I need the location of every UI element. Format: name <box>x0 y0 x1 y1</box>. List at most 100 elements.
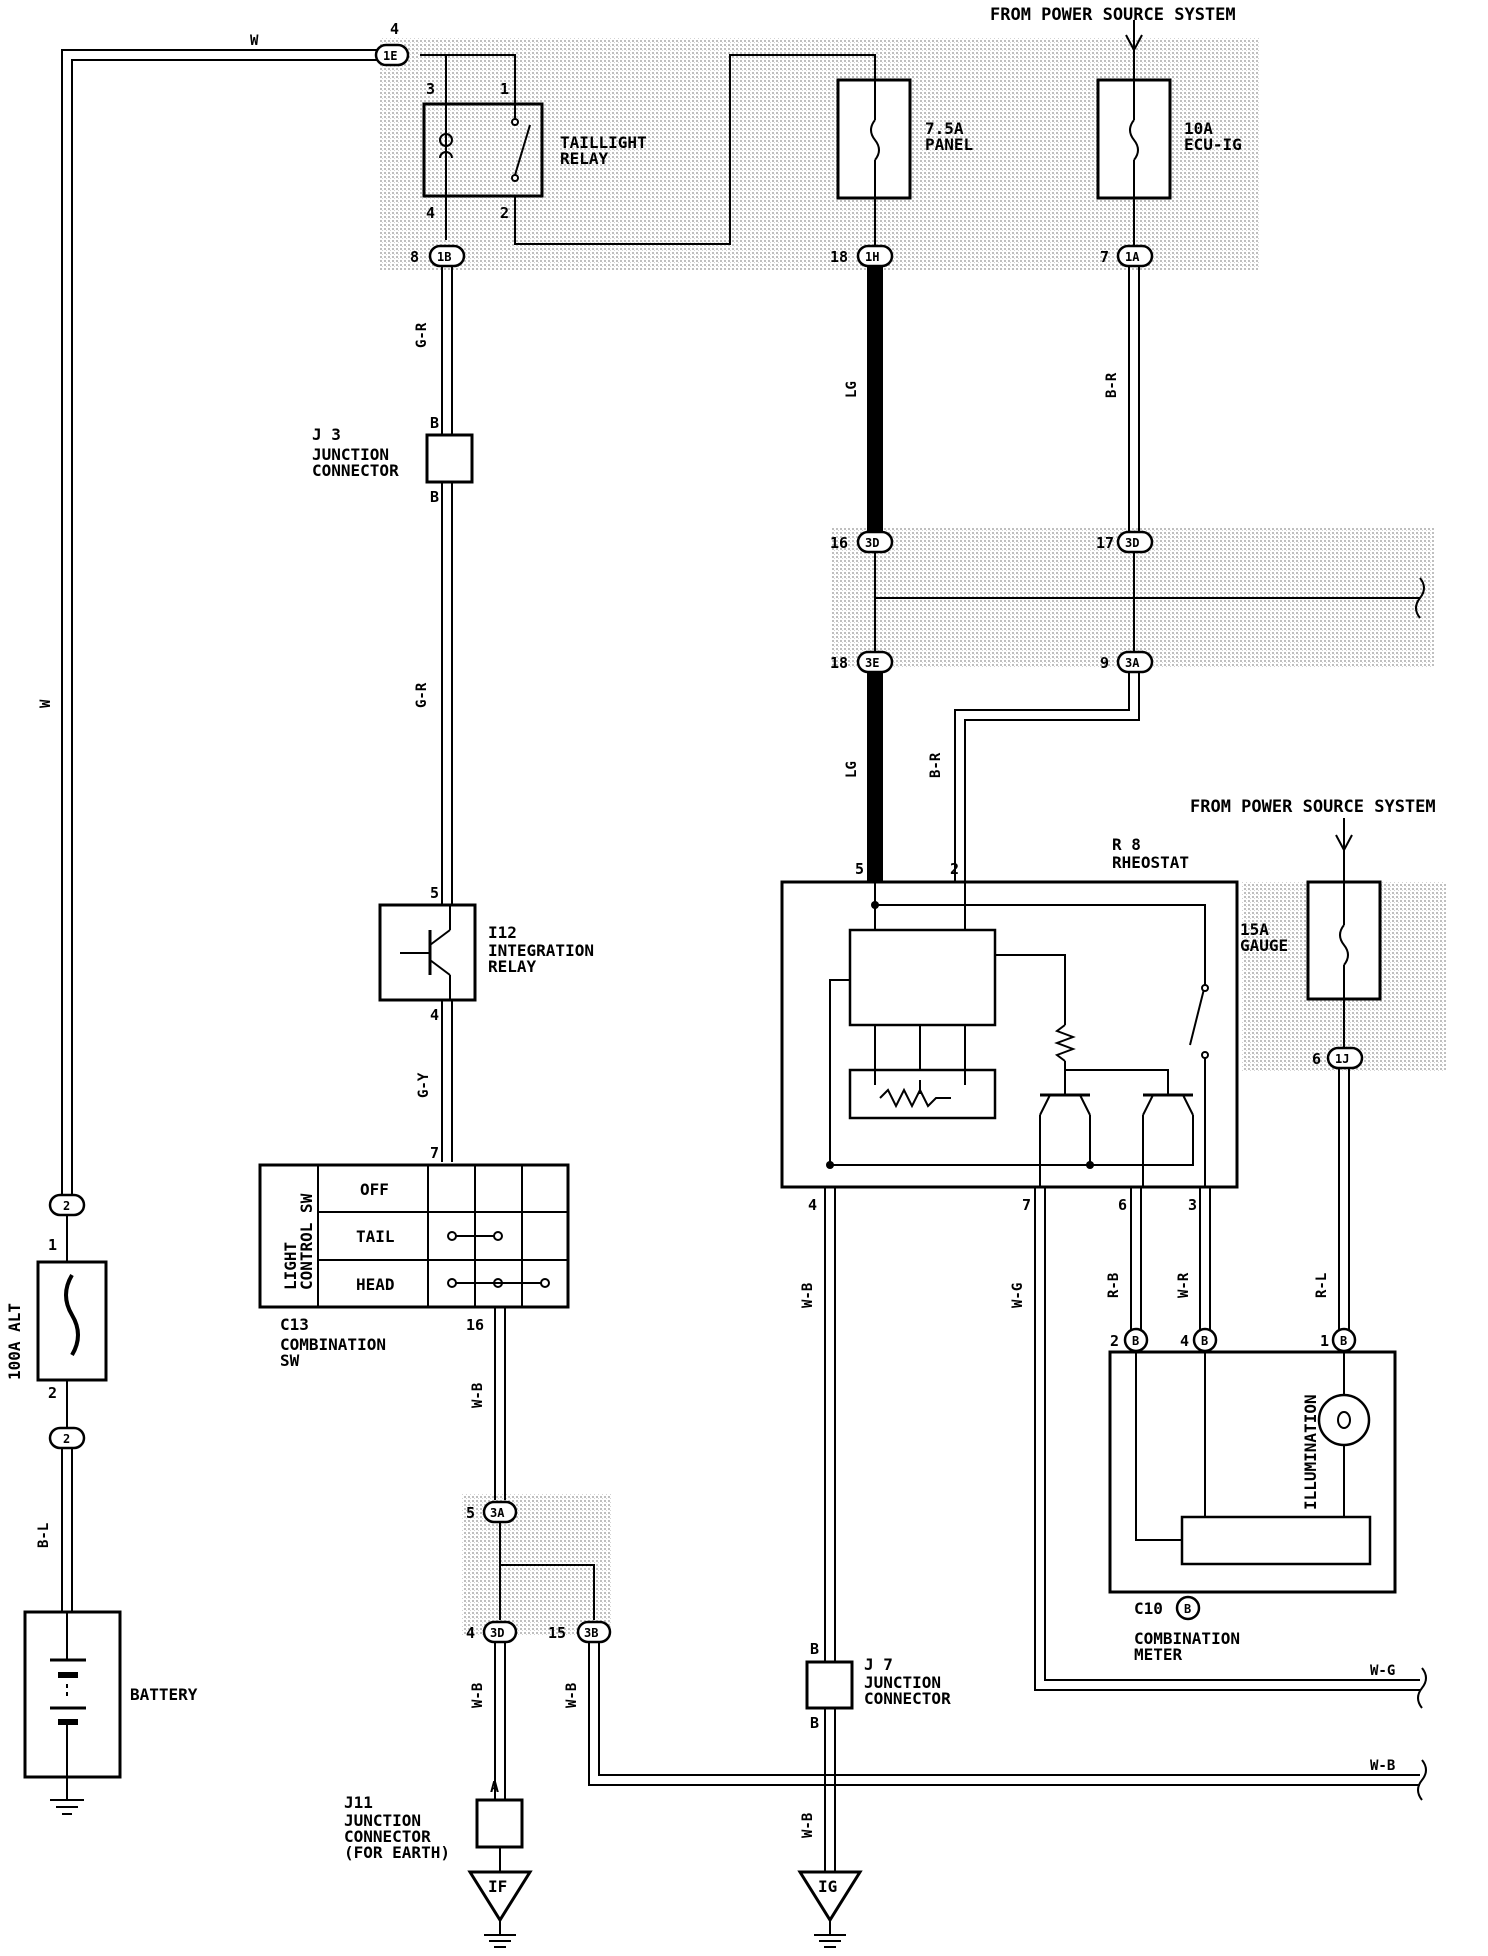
power-source-top-label: FROM POWER SOURCE SYSTEM <box>990 5 1236 25</box>
wire-r-b <box>1130 1187 1142 1330</box>
junction-j11-label-3: (FOR EARTH) <box>344 1843 450 1862</box>
pin-label: 18 <box>830 248 848 266</box>
wire-r-b-label: R-B <box>1106 1273 1122 1298</box>
battery <box>23 1610 122 1815</box>
integration-relay <box>378 903 477 1002</box>
combination-sw-title-1: LIGHT <box>281 1242 300 1290</box>
wire-w-b-label-3b: W-B <box>564 1683 580 1708</box>
break-mark <box>1417 1759 1427 1801</box>
junction-j11-code: J11 <box>344 1793 373 1812</box>
wire-b-r-label-lower: B-R <box>928 752 944 778</box>
wire-b-r-label: B-R <box>1104 372 1120 398</box>
wire-w-b-label-lower: W-B <box>470 1683 486 1708</box>
ground-if-label: IF <box>488 1877 507 1896</box>
pin-label: 6 <box>1118 1196 1127 1214</box>
junction-j11-label-2: CONNECTOR <box>344 1827 431 1846</box>
junction-j7-label-1: JUNCTION <box>864 1673 941 1692</box>
switch-position-head: HEAD <box>356 1275 395 1294</box>
pin-label: 7 <box>430 1144 439 1162</box>
connector-label: B <box>1132 1334 1139 1348</box>
connector-label: 2 <box>63 1199 70 1213</box>
pin-label: B <box>430 488 439 506</box>
connector-label: 3D <box>1125 536 1139 550</box>
wire-lg-label: LG <box>844 381 860 398</box>
wire-r-l <box>1338 1068 1350 1330</box>
wire-lg-label-lower: LG <box>844 761 860 778</box>
connector-label: B <box>1201 1334 1208 1348</box>
wire-w-label-side: W <box>38 699 54 708</box>
pin-label: 1 <box>1320 1332 1329 1350</box>
rheostat <box>780 880 1239 1189</box>
pin-label: 4 <box>430 1006 439 1024</box>
pin-label: 15 <box>548 1624 566 1642</box>
ecu-ig-fuse <box>1096 78 1172 246</box>
combination-meter-label-1: COMBINATION <box>1134 1629 1240 1648</box>
wire-g-y <box>441 1000 453 1162</box>
connector-label: 2 <box>63 1432 70 1446</box>
ecu-ig-fuse-name: ECU-IG <box>1184 135 1242 154</box>
pin-label: 8 <box>410 248 419 266</box>
connector-1e: 1E <box>374 43 410 67</box>
gauge-fuse-amp: 15A <box>1240 920 1269 939</box>
wire-w-b-c13 <box>494 1307 506 1500</box>
wire-w-g <box>1034 1187 1420 1691</box>
pin-label: 4 <box>390 20 399 38</box>
pin-label: B <box>430 414 439 432</box>
junction-j11-label-1: JUNCTION <box>344 1811 421 1830</box>
taillight-relay-label-1: TAILLIGHT <box>560 133 647 152</box>
integration-relay-label-1: INTEGRATION <box>488 941 594 960</box>
wire-w-b-label: W-B <box>470 1383 486 1408</box>
wire-lg <box>867 266 883 532</box>
taillight-relay <box>422 102 544 198</box>
ecu-ig-fuse-amp: 10A <box>1184 119 1213 138</box>
wire-b-r-lower <box>954 672 1140 882</box>
connector-1a <box>1116 244 1154 268</box>
pin-label: 2 <box>48 1384 57 1402</box>
wire-w-b-3b <box>588 1642 1420 1786</box>
junction-j3-code: J 3 <box>312 425 341 444</box>
wire-w <box>61 49 390 1195</box>
wire-g-r-label-lower: G-R <box>414 682 430 708</box>
pin-label: 7 <box>1100 248 1109 266</box>
pin-label: B <box>810 1640 819 1658</box>
connector-1j <box>1326 1046 1364 1070</box>
connector-label: B <box>1340 1334 1347 1348</box>
connector-label: 3E <box>865 656 879 670</box>
wire-w-b-rheostat <box>824 1187 836 1872</box>
pin-label: 5 <box>855 860 864 878</box>
switch-position-tail: TAIL <box>356 1227 395 1246</box>
combination-meter <box>1108 1350 1397 1594</box>
wire-b-l <box>61 1448 73 1612</box>
combination-sw-code: C13 <box>280 1315 309 1334</box>
pin-label: 2 <box>500 204 509 222</box>
break-mark <box>1417 1667 1427 1709</box>
alt-fuse <box>36 1215 108 1428</box>
connector-label: 1E <box>383 49 397 63</box>
gauge-fuse-name: GAUGE <box>1240 936 1288 955</box>
wire-w-r-label: W-R <box>1176 1272 1192 1298</box>
pin-label: 4 <box>466 1624 475 1642</box>
pin-label: 16 <box>830 534 848 552</box>
arrow-down-icon <box>1335 834 1353 853</box>
split-3a <box>499 1522 595 1620</box>
integration-relay-code: I12 <box>488 923 517 942</box>
wire-w-b-label-rheo: W-B <box>800 1283 816 1308</box>
connector-label: 3B <box>584 1626 598 1640</box>
connector-1b: 1B <box>428 244 466 268</box>
junction-j7-label-2: CONNECTOR <box>864 1689 951 1708</box>
gauge-fuse <box>1306 880 1382 1048</box>
ground-if <box>467 1870 533 1948</box>
pin-label: A <box>490 1778 499 1796</box>
junction-j3-label-2: CONNECTOR <box>312 461 399 480</box>
combination-meter-badge <box>1175 1595 1201 1621</box>
connector-label: 1J <box>1335 1052 1349 1066</box>
pin-label: 4 <box>1180 1332 1189 1350</box>
connector-label: 3D <box>865 536 879 550</box>
combination-meter-code: C10 <box>1134 1599 1163 1618</box>
arrow-down-icon <box>1125 34 1143 53</box>
wire-w-g-label: W-G <box>1010 1283 1026 1308</box>
badge-label: B <box>1184 1602 1191 1616</box>
combination-meter-label-2: METER <box>1134 1645 1183 1664</box>
pin-label: 1 <box>500 80 509 98</box>
